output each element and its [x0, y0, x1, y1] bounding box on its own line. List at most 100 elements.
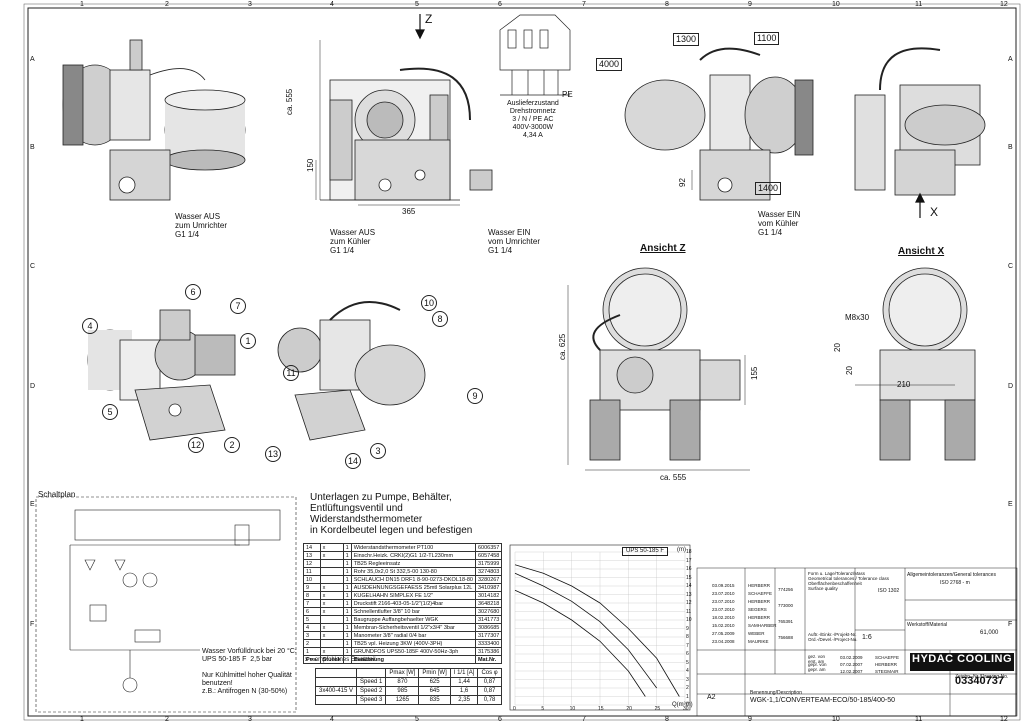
parts-cell: 1	[342, 631, 352, 640]
speed-header-cell	[356, 668, 387, 678]
approval-name: HERBERR	[875, 662, 898, 667]
parts-cell: 3175999	[474, 559, 503, 568]
parts-cell: x	[319, 599, 344, 608]
parts-cell: 3648218	[474, 599, 503, 608]
view-x-arrow-label: X	[930, 205, 939, 219]
note-unterlagen: Unterlagen zu Pumpe, Behälter, Entlüftun…	[310, 492, 473, 536]
parts-cell: x	[319, 543, 344, 552]
part-callout: 6	[185, 284, 201, 300]
chart-series-line	[514, 589, 646, 697]
revision-name: SCHAEFFE	[748, 591, 773, 596]
chart-y-tick: 0	[686, 702, 689, 708]
parts-cell: x	[319, 583, 344, 592]
grid-col-label: 9	[748, 716, 752, 723]
speed-cell: Speed 3	[356, 695, 387, 705]
terminal-wiring	[499, 14, 571, 96]
chart-y-tick: 16	[686, 566, 692, 572]
unit-front-view	[319, 40, 493, 201]
speed-cell: Speed 2	[356, 686, 387, 696]
revision-number: 765391	[778, 619, 794, 624]
grid-col-label: 4	[330, 1, 334, 8]
mass-value: 61,000	[980, 630, 999, 636]
part-callout: 12	[188, 437, 204, 453]
auftrag-label: Auftr.-/Einkr.-/Projekt-Nr. Ord.-/Devel.…	[808, 632, 858, 642]
revision-number: 774256	[778, 587, 794, 592]
parts-cell: 3	[303, 631, 321, 640]
part-callout: 2	[224, 437, 240, 453]
part-callout: 5	[102, 404, 118, 420]
part-callout: 11	[283, 365, 299, 381]
parts-cell: TB25 Regleeinsatz	[350, 559, 476, 568]
parts-cell: 14	[303, 543, 321, 552]
revision-name: SAMHARBER	[748, 623, 777, 628]
speed-cell: Speed 1	[356, 677, 387, 687]
approval-label: gepr. von gepr. am	[808, 662, 827, 672]
parts-cell: AUSDEHNUNGSGEFAESS 25mtl Solarplus 12L	[350, 583, 476, 592]
approval-date: 07.02.2007	[840, 662, 863, 667]
chart-y-tick: 17	[686, 557, 692, 564]
note-vorfuelldruck: Wasser Vorfülldruck bei 20 °C: UPS 50-18…	[202, 648, 297, 663]
speed-cell: 0,87	[477, 686, 502, 696]
parts-cell: 1	[342, 623, 352, 632]
speed-supply-cell: 3x400-415 V	[314, 686, 358, 696]
parts-cell: 1	[342, 551, 352, 560]
revision-name: MAURIKE	[748, 639, 769, 644]
parts-cell: Baugruppe Auffangbehaelter WGK	[350, 615, 476, 624]
revision-number: 773000	[778, 603, 794, 608]
parts-cell: 2	[303, 639, 321, 648]
chart-y-tick: 14	[686, 583, 692, 589]
chart-y-tick: 4	[686, 668, 689, 674]
parts-cell: 3410987	[474, 583, 503, 592]
grid-col-label: 11	[915, 1, 923, 8]
dim-20b: 20	[845, 366, 854, 375]
parts-cell: 1	[342, 543, 352, 552]
callout-1300: 1300	[673, 33, 700, 46]
speed-supply-cell	[314, 677, 358, 687]
note-wasser-ein-kuehler: Wasser EIN vom Kühler G1 1/4	[758, 210, 801, 237]
speed-cell: 1,44	[449, 677, 479, 687]
parts-cell: 3086685	[474, 623, 503, 632]
speed-cell: 645	[418, 686, 451, 696]
parts-cell: 3141773	[474, 615, 503, 624]
grid-row-label: A	[30, 56, 35, 63]
revision-date: 15.02.2010	[712, 623, 735, 628]
speed-cell: 870	[385, 677, 420, 687]
chart-series-line	[514, 564, 680, 697]
parts-cell: 7	[303, 599, 321, 608]
speed-cell: 1,6	[449, 686, 479, 696]
speed-header-cell: I 1/1 [A]	[449, 668, 479, 678]
chart-x-tick: 15	[598, 706, 604, 712]
grid-col-label: 12	[1000, 1, 1008, 8]
parts-header-cell: Stueck	[319, 655, 344, 664]
chart-x-tick: 5	[541, 706, 545, 712]
grid-col-label: 8	[665, 716, 669, 723]
parts-cell: 1	[342, 607, 352, 616]
parts-cell: Druckstift 2166-403-05-1/2"(1/2)4bar	[350, 599, 476, 608]
revision-date: 23.07.2010	[712, 607, 735, 612]
parts-cell: SCHLAUCH DN15 DRF1 8-90-0273-DKOL18-80	[350, 575, 476, 584]
approval-name: SCHAEFFE	[875, 655, 900, 660]
ansicht-z-view	[589, 267, 741, 461]
grid-col-label: 11	[915, 716, 923, 723]
parts-cell: 1	[342, 567, 352, 576]
grid-col-label: 6	[498, 716, 502, 723]
grid-col-label: 8	[665, 1, 669, 8]
callout-4000: 4000	[596, 58, 623, 71]
revision-number: 756688	[778, 635, 794, 640]
dim-555: ca. 555	[285, 88, 294, 115]
grid-row-label: E	[30, 501, 35, 508]
parts-cell: 3280267	[474, 575, 503, 584]
parts-cell: Manometer 3/8" radial 0/4 bar	[350, 631, 476, 640]
ansicht-z-title: Ansicht Z	[640, 243, 686, 254]
chart-y-tick: 6	[686, 651, 689, 657]
parts-cell: 9	[303, 583, 321, 592]
parts-cell: GRUNDFOS UPS50-185F 400V-50Hz-3ph	[350, 647, 476, 656]
